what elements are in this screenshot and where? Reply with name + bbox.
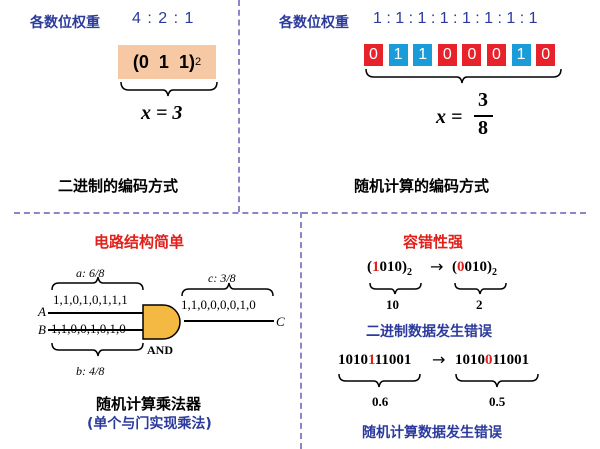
binary-before-value: 10	[386, 297, 399, 312]
input-b-letter: B	[38, 322, 46, 337]
sc-encoding-caption: 随机计算的编码方式	[354, 177, 490, 195]
binary-after-value: 2	[476, 297, 483, 312]
fraction-bar	[474, 115, 493, 117]
vertical-divider-top	[238, 0, 240, 212]
and-gate-label: AND	[147, 343, 173, 357]
brace-sc-after	[455, 373, 539, 388]
binary-error-caption: 二进制数据发生错误	[366, 324, 492, 340]
input-b-bits: 1,1,0,0,1,0,1,0	[51, 321, 126, 336]
brace-a	[51, 276, 144, 291]
sc-brace	[365, 68, 562, 84]
sc-bit-cell: 0	[364, 44, 383, 66]
sc-after-pre: 1010	[455, 352, 485, 368]
sc-arrow: →	[432, 350, 446, 369]
input-b-label: b: 4/8	[76, 364, 105, 378]
binary-after-error-bit: 0	[457, 259, 465, 275]
brace-c	[181, 282, 274, 297]
binary-brace	[120, 81, 218, 97]
sc-before-post: 11001	[374, 352, 412, 368]
binary-after-base: 2	[492, 267, 497, 278]
sc-x-numerator: 3	[478, 89, 488, 111]
sc-after-value: 0.5	[489, 394, 506, 409]
sc-before-error-bit: 1	[368, 352, 375, 368]
binary-before-open: (	[367, 259, 372, 275]
binary-after-open: (	[452, 259, 457, 275]
binary-before-error-bit: 1	[372, 259, 380, 275]
sc-bit-cell: 1	[511, 44, 531, 66]
binary-x-value: x = 3	[141, 102, 183, 124]
multiplier-subcaption: (单个与门实现乘法)	[87, 416, 212, 432]
output-c-label: c: 3/8	[208, 271, 236, 285]
sc-bit-cell: 0	[462, 44, 482, 66]
brace-b	[51, 342, 144, 357]
output-c-bits: 1,1,0,0,0,0,1,0	[181, 297, 256, 312]
binary-number-box: (0 1 1)2	[118, 45, 216, 79]
and-gate	[142, 304, 181, 340]
sc-before-pre: 1010	[338, 352, 368, 368]
binary-weights-value: 4 : 2 : 1	[132, 10, 195, 27]
binary-before-rest: 010)	[379, 259, 408, 275]
sc-x-lhs: x =	[436, 106, 463, 128]
binary-weights-label: 各数位权重	[30, 15, 100, 31]
sc-x-denominator: 8	[478, 117, 488, 139]
input-a-bits: 1,1,0,1,0,1,1,1	[53, 292, 128, 307]
brace-binary-after	[454, 282, 507, 295]
binary-before-base: 2	[407, 267, 412, 278]
sc-bit-cell: 1	[388, 44, 408, 66]
brace-binary-before	[369, 282, 422, 295]
binary-encoding-caption: 二进制的编码方式	[58, 177, 179, 195]
binary-before: (1010)2	[367, 259, 412, 278]
sc-weights-label: 各数位权重	[279, 15, 349, 31]
sc-after: 1010011001	[455, 352, 529, 369]
input-a-label: a: 6/8	[76, 266, 105, 280]
sc-before-value: 0.6	[372, 394, 389, 409]
brace-sc-before	[338, 373, 421, 388]
binary-after: (0010)2	[452, 259, 497, 278]
sc-bit-cell: 1	[413, 44, 433, 66]
binary-after-rest: 010)	[464, 259, 493, 275]
sc-error-caption: 随机计算数据发生错误	[362, 425, 502, 441]
fault-tolerance-title: 容错性强	[403, 233, 464, 251]
vertical-divider-bottom	[300, 212, 302, 449]
binary-digits: (0 1 1)	[132, 51, 195, 72]
multiplier-caption: 随机计算乘法器	[96, 395, 202, 413]
sc-before: 1010111001	[338, 352, 411, 369]
sc-bit-cell: 0	[536, 44, 556, 66]
output-c-letter: C	[276, 314, 285, 329]
sc-after-error-bit: 0	[485, 352, 493, 368]
sc-after-post: 11001	[492, 352, 530, 368]
sc-bit-cell: 0	[487, 44, 506, 66]
sc-weights-value: 1 : 1 : 1 : 1 : 1 : 1 : 1 : 1	[373, 10, 538, 27]
binary-arrow: →	[430, 257, 444, 276]
sc-bit-cell: 0	[437, 44, 457, 66]
input-a-letter: A	[38, 304, 46, 319]
circuit-title: 电路结构简单	[94, 233, 185, 251]
binary-base: 2	[194, 56, 202, 68]
